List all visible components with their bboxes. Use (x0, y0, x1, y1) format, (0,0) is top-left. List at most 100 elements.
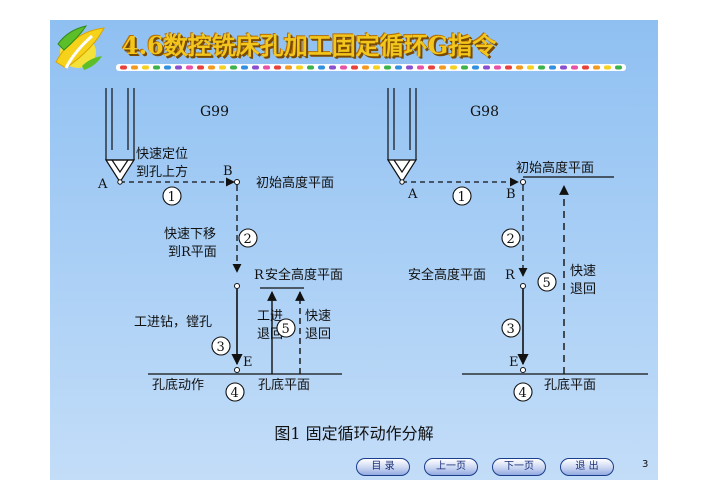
ribbon-dot (153, 65, 160, 70)
ribbon-dot (428, 65, 435, 70)
left-rapid-label: 快速 (305, 309, 331, 324)
left-step-2: 2 (244, 232, 252, 247)
ribbon-dot (186, 65, 193, 70)
figure-caption: 图1 固定循环动作分解 (274, 424, 434, 443)
right-step-5: 5 (543, 276, 551, 291)
ribbon-dot (175, 65, 182, 70)
ribbon-dot (461, 65, 468, 70)
left-initial-plane: 初始高度平面 (256, 175, 334, 191)
left-above-hole: 到孔上方 (136, 164, 188, 180)
left-step-4: 4 (231, 386, 239, 401)
slide-title: 4.6数控铣床孔加工固定循环G指令 (122, 31, 497, 60)
ribbon-dot (274, 65, 281, 70)
left-bottom-plane: 孔底平面 (258, 377, 310, 393)
exit-button[interactable]: 退 出 (560, 458, 614, 476)
ribbon-dot (604, 65, 611, 70)
ribbon-dot (351, 65, 358, 70)
left-rapid-position: 快速定位 (136, 147, 188, 162)
nav-bar: 目 录 上一页 下一页 退 出 (356, 458, 614, 476)
ribbon-dot (395, 65, 402, 70)
ribbon-dot (362, 65, 369, 70)
drill-tool-left (104, 88, 136, 184)
drill-tool-right (386, 88, 418, 184)
ribbon-dot (472, 65, 479, 70)
ribbon-dot (285, 65, 292, 70)
ribbon-dot (252, 65, 259, 70)
diagram-g99: G99 A B 快速定位 到孔上方 初始高度平面 1 (97, 88, 343, 402)
left-point-a: A (97, 177, 108, 192)
right-point-r: R (505, 268, 516, 283)
ribbon-dot (340, 65, 347, 70)
left-feed-retract: 退回 (257, 327, 283, 342)
ribbon-dot (241, 65, 248, 70)
left-rapid-retract: 退回 (305, 327, 331, 342)
diagram-g98: G98 A B 初始高度平面 1 2 安全高度平面 (386, 88, 648, 402)
right-point-a: A (407, 187, 418, 202)
right-step-2: 2 (507, 232, 515, 247)
left-safe-plane: 安全高度平面 (265, 267, 343, 283)
left-step-5: 5 (282, 322, 290, 337)
next-page-button[interactable]: 下一页 (492, 458, 546, 476)
ribbon-dot (384, 65, 391, 70)
left-step-3: 3 (217, 340, 225, 355)
ribbon-dot (560, 65, 567, 70)
ribbon-dot (571, 65, 578, 70)
ribbon-dot (527, 65, 534, 70)
ribbon-dot (615, 65, 622, 70)
ribbon-dot (549, 65, 556, 70)
right-bottom-plane: 孔底平面 (544, 377, 596, 393)
left-rapid-down: 快速下移 (164, 227, 216, 242)
page-number: 3 (642, 459, 649, 470)
ribbon-dot (296, 65, 303, 70)
ribbon-dot (538, 65, 545, 70)
ribbon-dot (307, 65, 314, 70)
right-rapid-label: 快速 (570, 264, 596, 279)
right-rapid-retract: 退回 (570, 282, 596, 297)
right-point-e: E (509, 355, 519, 370)
left-point-r: R (254, 268, 265, 283)
ribbon-dot (516, 65, 523, 70)
ribbon-dot (263, 65, 270, 70)
right-initial-plane: 初始高度平面 (516, 160, 594, 176)
left-feed-drill: 工进钻，镗孔 (134, 315, 212, 330)
ribbon-dot (329, 65, 336, 70)
decorative-ribbon (116, 64, 626, 71)
ribbon-dot (494, 65, 501, 70)
left-bottom-action: 孔底动作 (152, 377, 204, 393)
ribbon-dot (483, 65, 490, 70)
right-step-4: 4 (519, 386, 527, 401)
ribbon-dot (142, 65, 149, 70)
left-step-1: 1 (168, 190, 176, 205)
ribbon-dot (219, 65, 226, 70)
ribbon-dot (582, 65, 589, 70)
ribbon-dot (406, 65, 413, 70)
cycle-diagram: G99 A B 快速定位 到孔上方 初始高度平面 1 (97, 88, 648, 402)
ribbon-dot (593, 65, 600, 70)
right-step-3: 3 (507, 322, 515, 337)
ribbon-dot (197, 65, 204, 70)
ribbon-dot (131, 65, 138, 70)
ribbon-dot (373, 65, 380, 70)
logo-leaf-icon (55, 25, 105, 70)
ribbon-dot (318, 65, 325, 70)
g99-label: G99 (200, 104, 229, 120)
right-step-1: 1 (458, 190, 466, 205)
ribbon-dot (164, 65, 171, 70)
ribbon-dot (417, 65, 424, 70)
toc-button[interactable]: 目 录 (356, 458, 410, 476)
right-point-b: B (506, 187, 516, 202)
left-point-e: E (243, 355, 253, 370)
ribbon-dot (120, 65, 127, 70)
prev-page-button[interactable]: 上一页 (424, 458, 478, 476)
g98-label: G98 (470, 104, 499, 120)
ribbon-dot (208, 65, 215, 70)
left-feed-label: 工进 (257, 309, 283, 324)
ribbon-dot (505, 65, 512, 70)
right-safe-plane: 安全高度平面 (408, 267, 486, 283)
ribbon-dot (439, 65, 446, 70)
left-point-b: B (223, 164, 233, 179)
ribbon-dot (230, 65, 237, 70)
ribbon-dot (450, 65, 457, 70)
left-to-r-plane: 到R平面 (168, 245, 217, 260)
slide: 4.6数控铣床孔加工固定循环G指令 G99 (50, 20, 658, 480)
